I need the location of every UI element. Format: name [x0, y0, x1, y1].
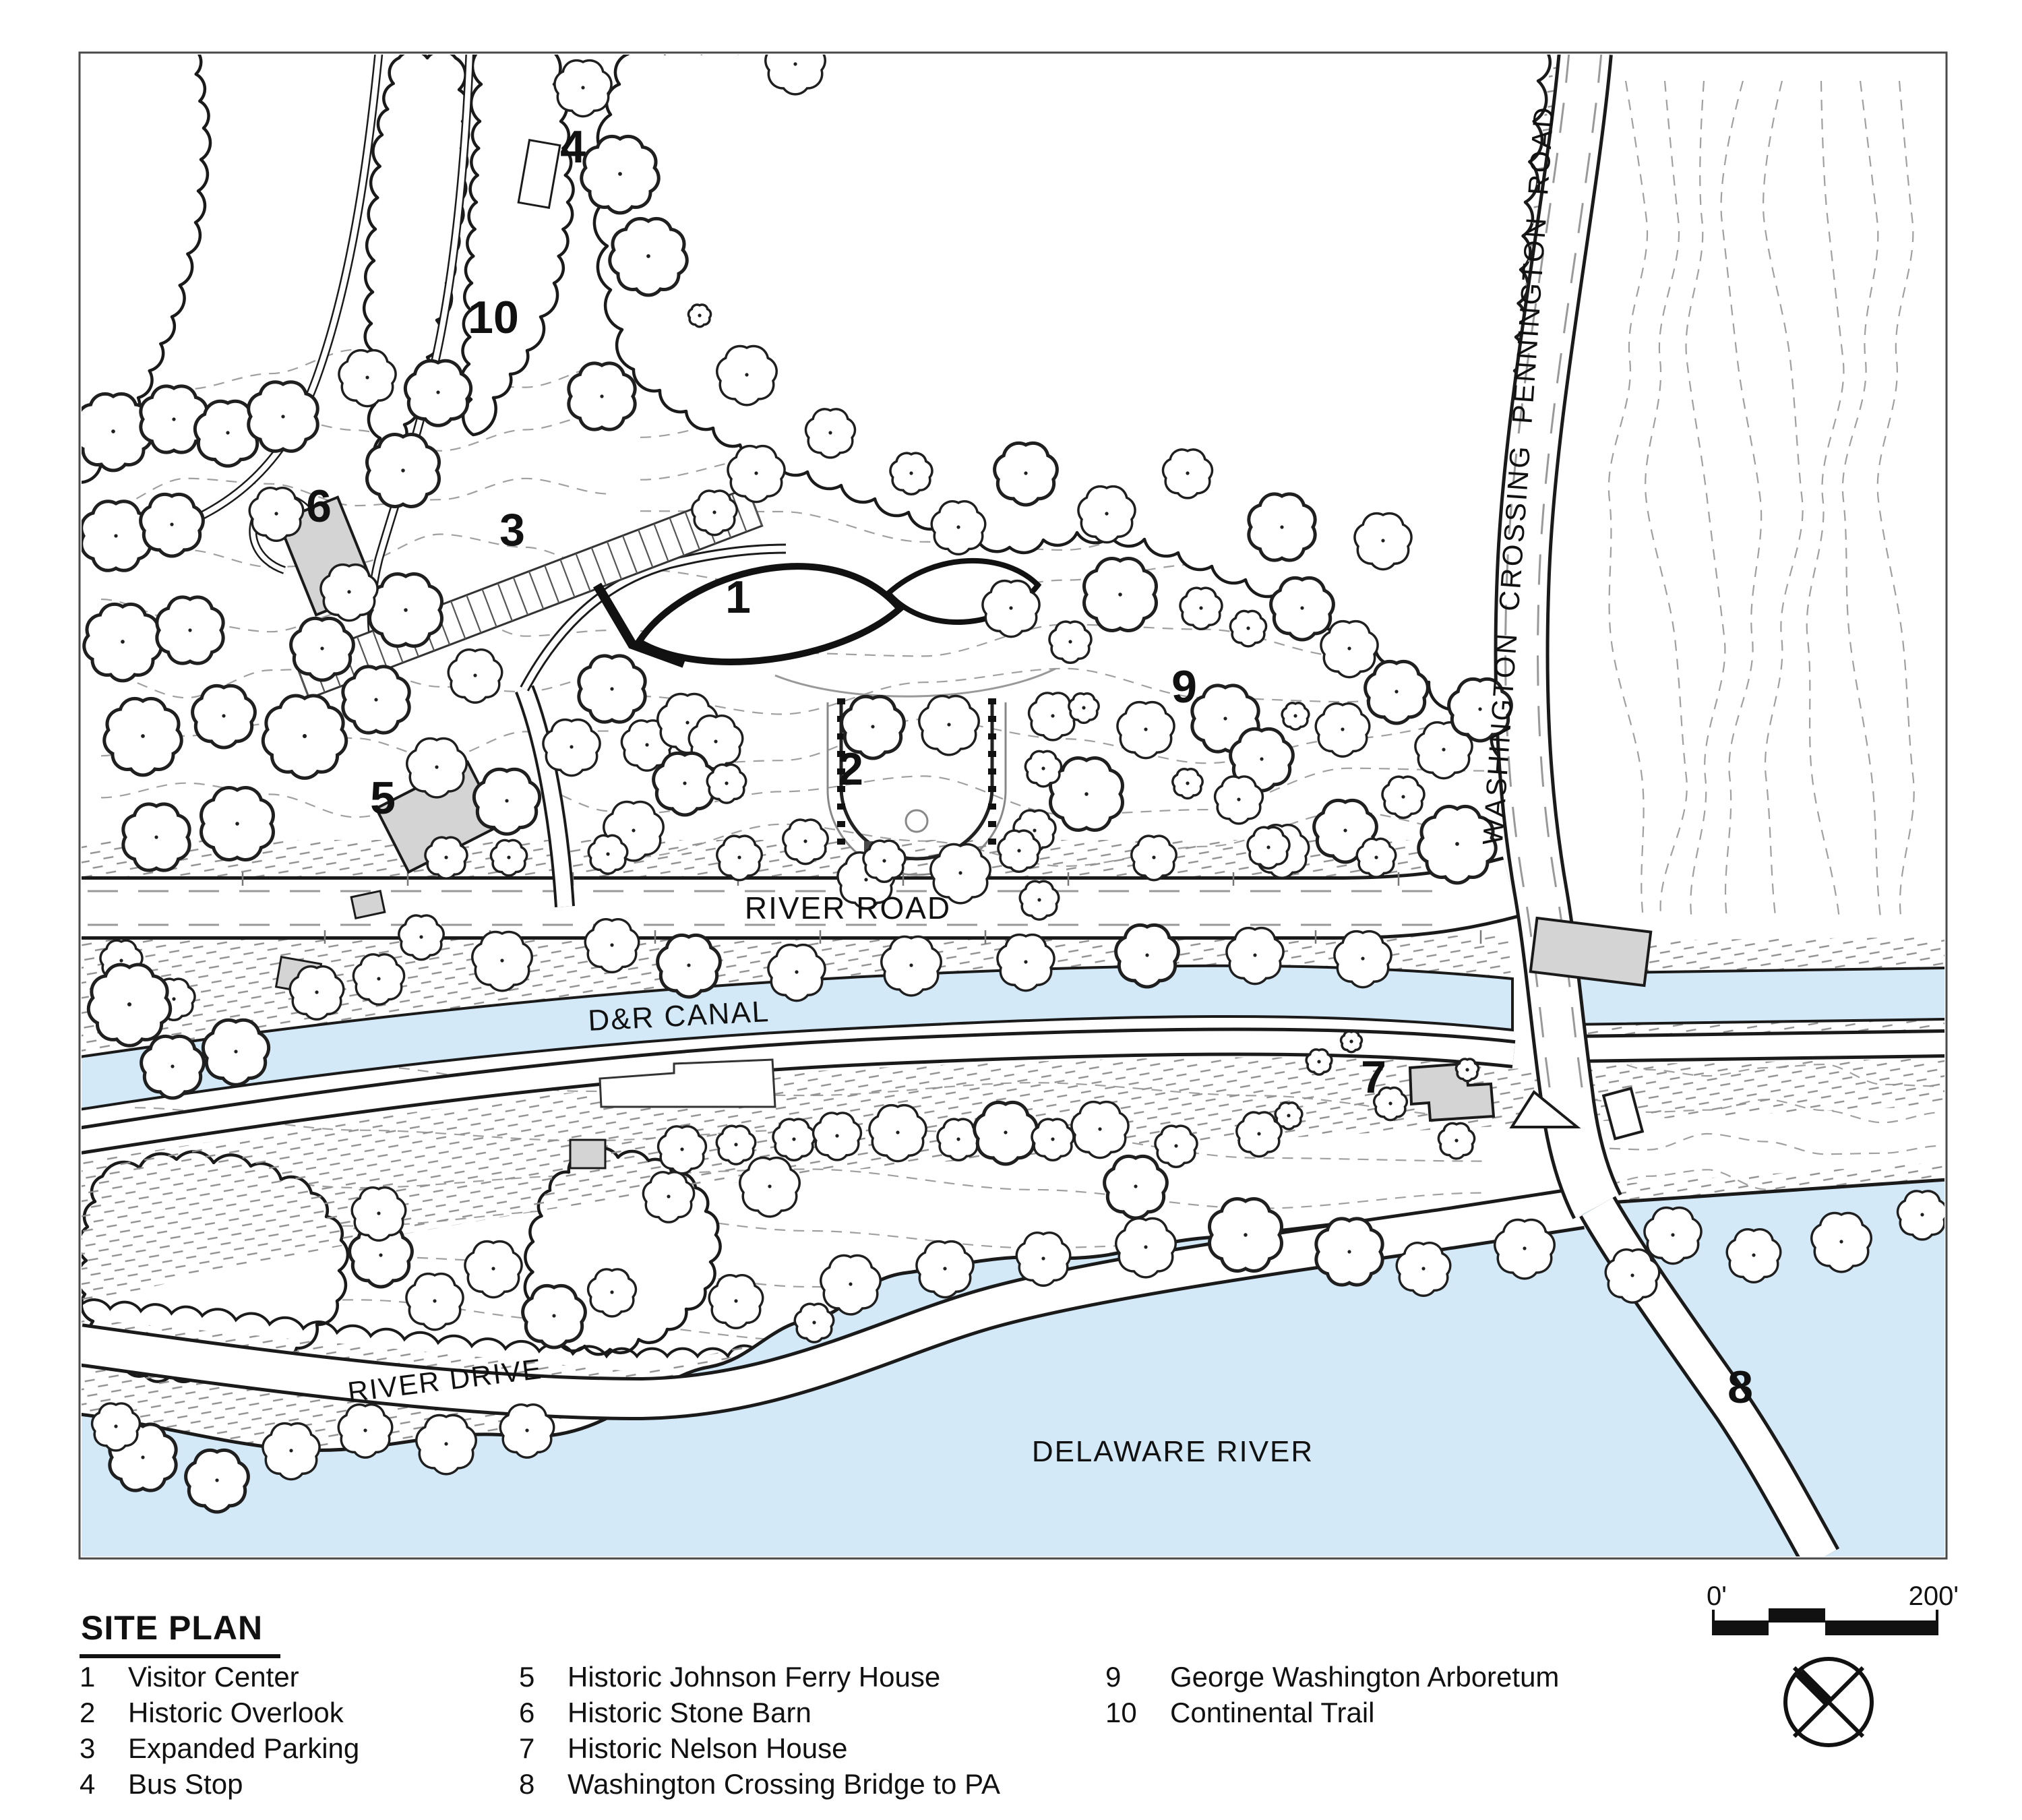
legend-item-number: 7: [519, 1732, 535, 1764]
map-marker-5: 5: [370, 772, 396, 824]
legend-item-3: 3 Expanded Parking: [80, 1732, 359, 1768]
map-marker-6: 6: [306, 481, 332, 532]
scale-start-label: 0': [1707, 1581, 1727, 1611]
legend-item-label: Historic Stone Barn: [568, 1697, 811, 1728]
legend-item-number: 3: [80, 1732, 96, 1764]
legend-item-9: 9 George Washington Arboretum: [1105, 1661, 1559, 1697]
legend-column-2: 5 Historic Johnson Ferry House 6 Historic S…: [519, 1661, 1000, 1804]
legend-item-8: 8 Washington Crossing Bridge to PA: [519, 1768, 1000, 1804]
legend-item-number: 8: [519, 1768, 535, 1800]
scale-bar-segment: [1769, 1608, 1825, 1622]
legend-item-number: 9: [1105, 1661, 1122, 1693]
legend-item-label: Historic Nelson House: [568, 1732, 848, 1764]
map-marker-7: 7: [1361, 1052, 1386, 1103]
legend-item-number: 4: [80, 1768, 96, 1800]
scale-end-label: 200': [1908, 1581, 1959, 1611]
map-marker-1: 1: [725, 572, 751, 623]
legend-item-label: Historic Overlook: [128, 1697, 344, 1728]
map-frame: [78, 51, 1948, 1560]
legend-item-2: 2 Historic Overlook: [80, 1697, 359, 1732]
legend-item-number: 10: [1105, 1697, 1137, 1728]
delaware-river-label: DELAWARE RIVER: [1032, 1435, 1314, 1468]
legend-item-number: 6: [519, 1697, 535, 1728]
map-marker-3: 3: [499, 504, 525, 555]
scale-bar-segment: [1712, 1622, 1769, 1635]
map-marker-2: 2: [838, 744, 863, 795]
map-marker-4: 4: [560, 121, 586, 173]
map-marker-8: 8: [1727, 1362, 1753, 1413]
map-marker-10: 10: [468, 292, 519, 343]
legend-item-1: 1 Visitor Center: [80, 1661, 359, 1697]
legend-item-number: 5: [519, 1661, 535, 1693]
legend-item-label: Historic Johnson Ferry House: [568, 1661, 941, 1693]
scale-bar: 0' 200': [1707, 1581, 1959, 1642]
legend-item-label: Bus Stop: [128, 1768, 243, 1800]
scale-bar-segment: [1825, 1622, 1938, 1635]
legend-item-label: Continental Trail: [1170, 1697, 1375, 1728]
trees: [82, 55, 1944, 1514]
legend-item-label: Expanded Parking: [128, 1732, 360, 1764]
legend-item-label: Visitor Center: [128, 1661, 299, 1693]
north-arrow-icon: [1783, 1657, 1874, 1747]
legend-item-label: George Washington Arboretum: [1170, 1661, 1560, 1693]
legend-column-1: 1 Visitor Center 2 Historic Overlook 3 Expand…: [80, 1661, 359, 1804]
water-areas: [82, 964, 1944, 1556]
river-road-label: RIVER ROAD: [745, 890, 951, 926]
map-marker-9: 9: [1171, 661, 1197, 712]
legend-item-number: 2: [80, 1697, 96, 1728]
legend-item-7: 7 Historic Nelson House: [519, 1732, 1000, 1768]
scale-bar-line: [1712, 1620, 1938, 1622]
legend-item-10: 10 Continental Trail: [1105, 1697, 1559, 1732]
legend-column-3: 9 George Washington Arboretum 10 Continenta…: [1105, 1661, 1559, 1732]
legend-item-4: 4 Bus Stop: [80, 1768, 359, 1804]
legend-item-5: 5 Historic Johnson Ferry House: [519, 1661, 1000, 1697]
legend-title: SITE PLAN: [80, 1608, 281, 1658]
legend-item-number: 1: [80, 1661, 96, 1693]
legend-item-6: 6 Historic Stone Barn: [519, 1697, 1000, 1732]
legend-item-label: Washington Crossing Bridge to PA: [568, 1768, 1000, 1800]
